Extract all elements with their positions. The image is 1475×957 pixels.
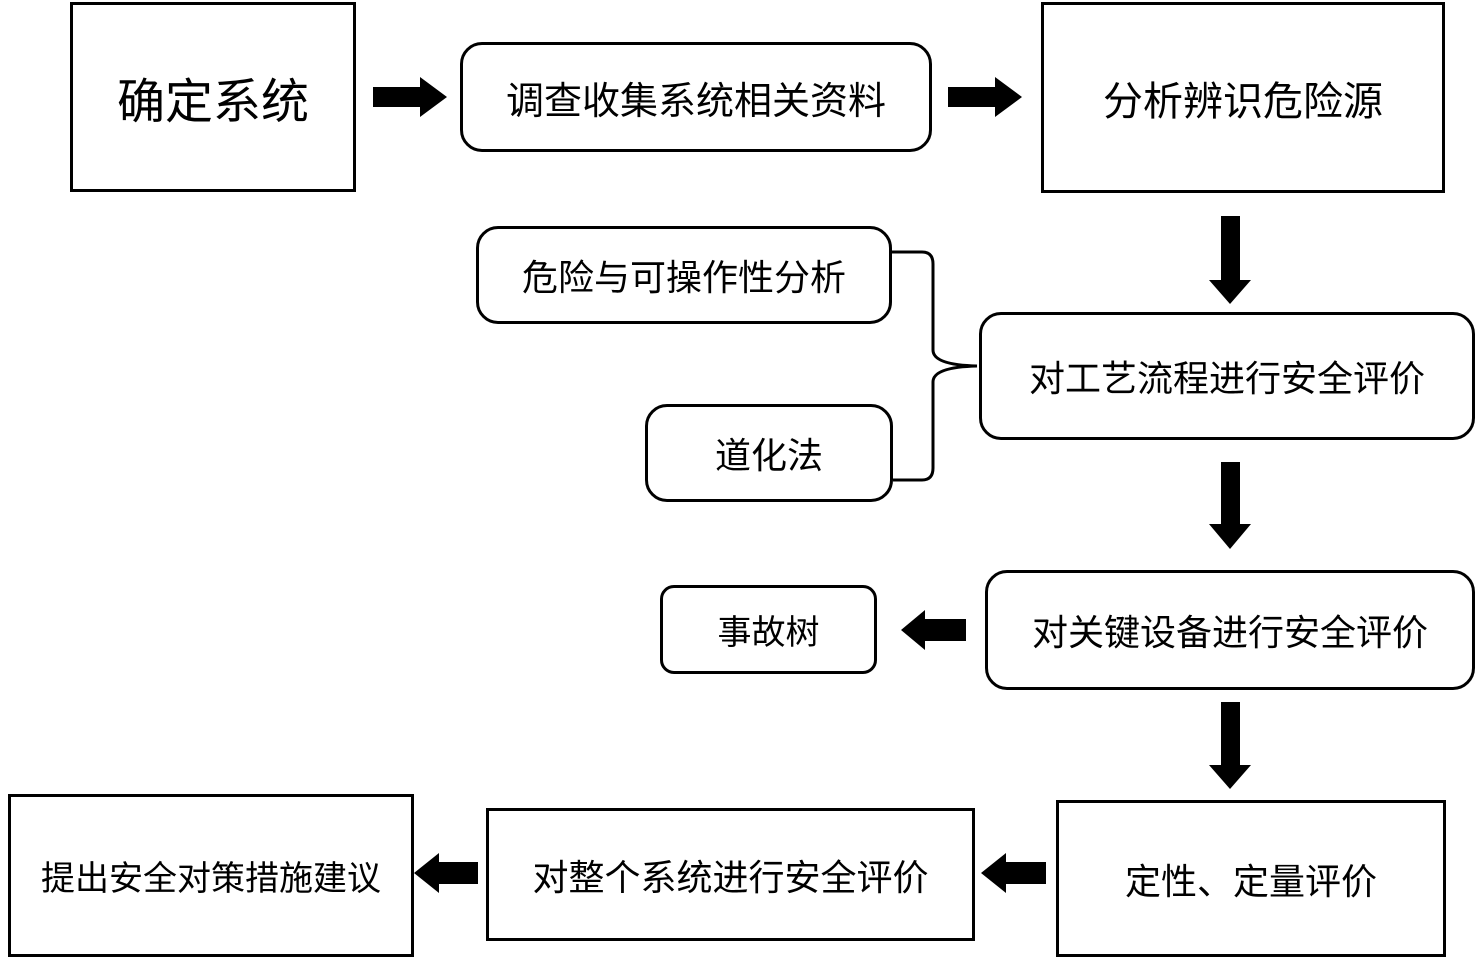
node-qual-quant-eval-label: 定性、定量评价 [1124,861,1377,903]
node-identify-hazards-label: 分析辨识危险源 [1103,78,1383,125]
node-dow-method: 道化法 [645,404,893,502]
node-define-system: 确定系统 [70,2,356,192]
node-whole-system-eval: 对整个系统进行安全评价 [486,808,975,941]
node-collect-materials-label: 调查收集系统相关资料 [505,78,886,123]
arrow-equipment-to-faulttree [901,610,966,650]
arrow-identify-to-process [1209,216,1251,304]
node-qual-quant-eval: 定性、定量评价 [1056,800,1446,957]
arrow-process-to-equipment [1209,462,1251,549]
node-define-system-label: 确定系统 [116,74,309,130]
arrow-qualquant-to-whole [981,853,1046,893]
node-process-eval: 对工艺流程进行安全评价 [979,312,1475,440]
bracket-methods-to-process [892,250,978,482]
arrow-define-to-collect [373,77,447,117]
node-collect-materials: 调查收集系统相关资料 [460,42,932,152]
node-dow-method-label: 道化法 [714,436,823,477]
node-key-equipment-eval: 对关键设备进行安全评价 [985,570,1475,690]
node-process-eval-label: 对工艺流程进行安全评价 [1028,359,1425,400]
node-hazop: 危险与可操作性分析 [476,226,892,324]
node-identify-hazards: 分析辨识危险源 [1041,2,1445,193]
node-propose-measures-label: 提出安全对策措施建议 [41,859,381,899]
node-key-equipment-eval-label: 对关键设备进行安全评价 [1031,613,1428,654]
arrow-whole-to-measures [414,853,478,893]
node-whole-system-eval-label: 对整个系统进行安全评价 [532,857,929,899]
node-fault-tree: 事故树 [660,585,877,674]
arrow-equipment-to-qualquant [1209,702,1251,789]
node-fault-tree-label: 事故树 [717,613,820,653]
arrow-collect-to-identify [948,77,1022,117]
node-hazop-label: 危险与可操作性分析 [521,258,846,299]
node-propose-measures: 提出安全对策措施建议 [8,794,414,957]
